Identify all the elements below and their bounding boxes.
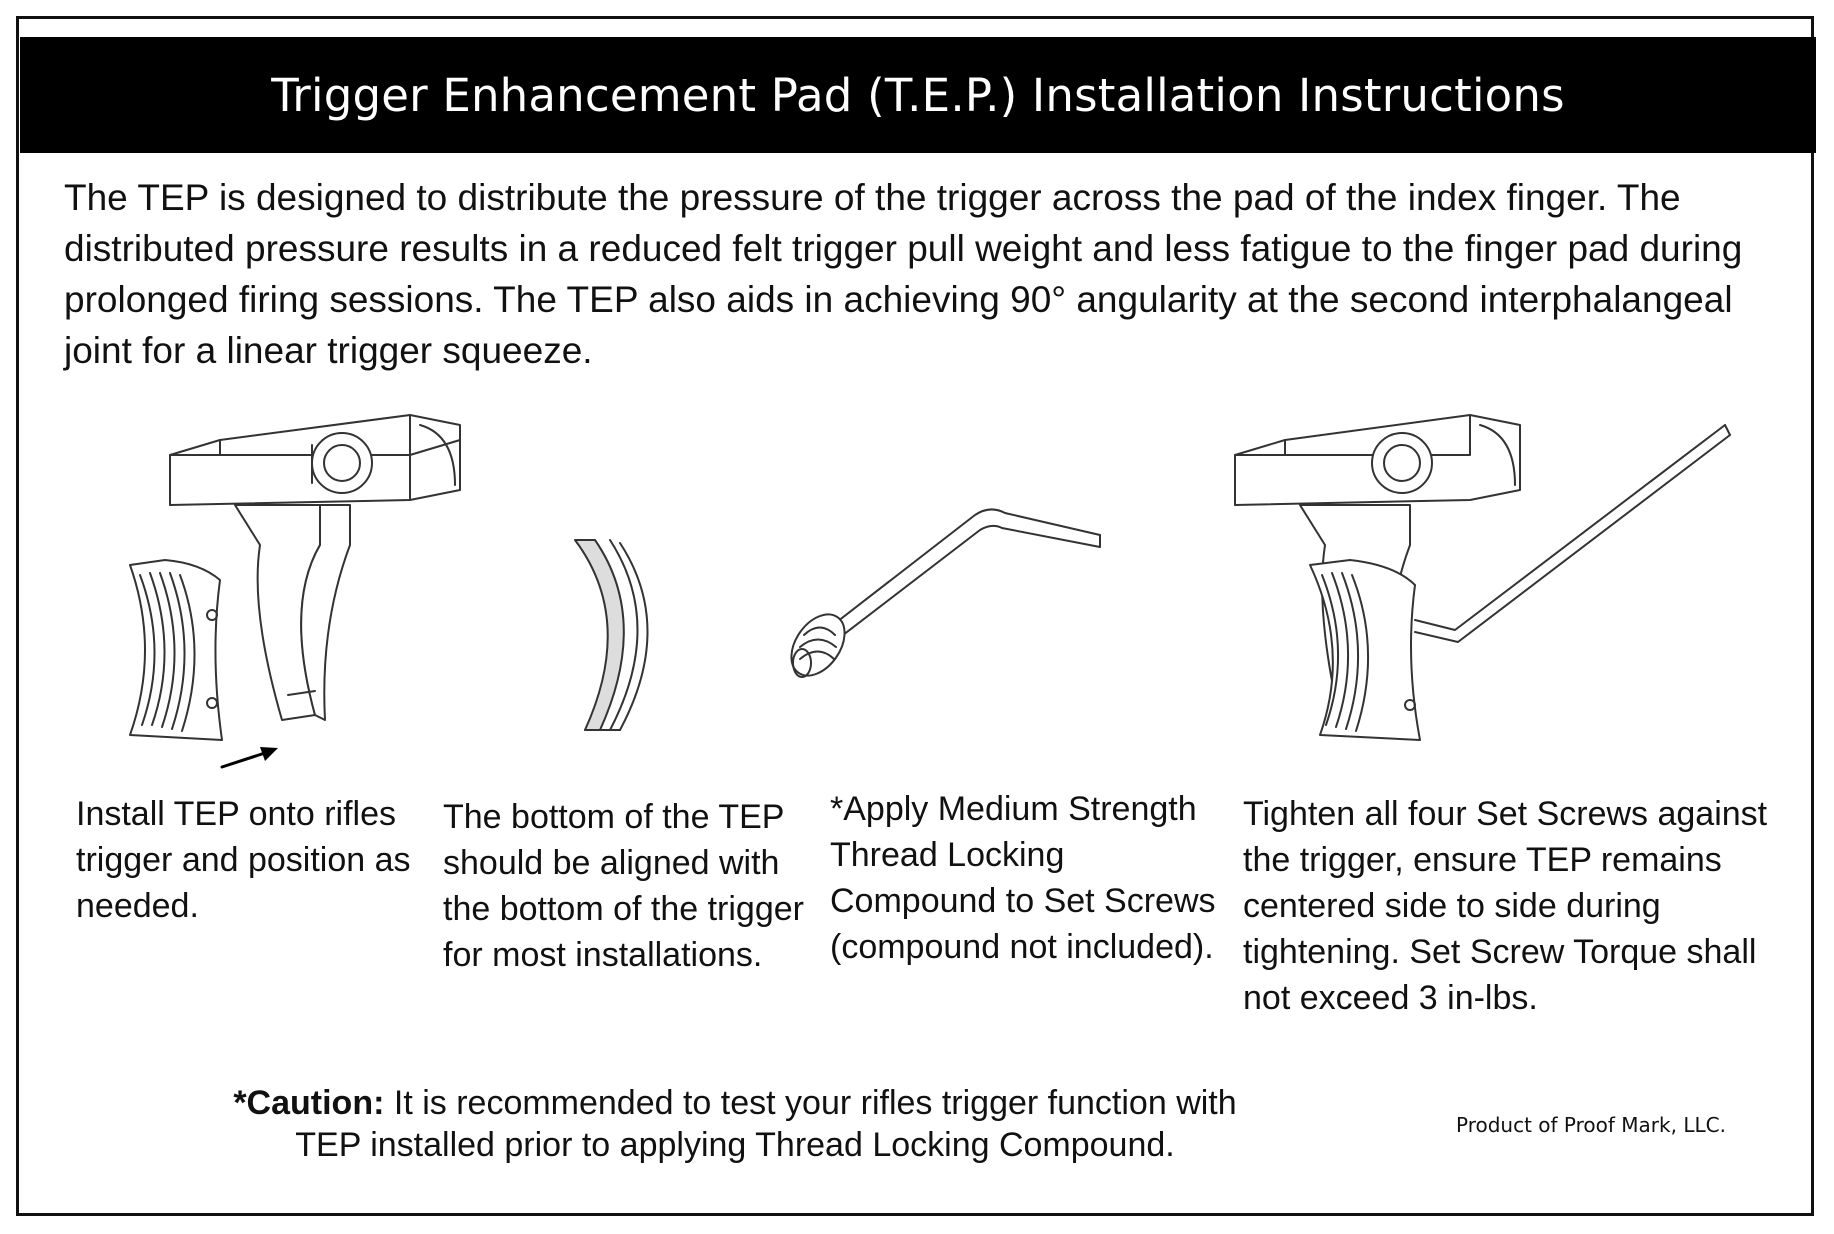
figure-tep-profile — [574, 539, 649, 731]
step-4-text: Tighten all four Set Screws against the … — [1243, 795, 1768, 1017]
step-1-text: Install TEP onto rifles trigger and posi… — [76, 795, 411, 925]
caution-note: *Caution: It is recommended to test your… — [200, 1082, 1270, 1166]
manufacturer-credit: Product of Proof Mark, LLC. — [1456, 1113, 1726, 1137]
page-border — [16, 16, 1814, 1216]
caution-label: *Caution: — [233, 1084, 385, 1122]
step-2-text: The bottom of the TEP should be aligned … — [443, 798, 804, 974]
figure-trigger-and-tep — [129, 414, 461, 769]
title-banner: Trigger Enhancement Pad (T.E.P.) Install… — [20, 37, 1816, 153]
step-3-text: *Apply Medium Strength Thread Locking Co… — [830, 790, 1216, 966]
page-title: Trigger Enhancement Pad (T.E.P.) Install… — [271, 68, 1565, 122]
figure-assembled-with-wrench — [1234, 414, 1731, 741]
intro-paragraph: The TEP is designed to distribute the pr… — [64, 177, 1743, 371]
caution-text: It is recommended to test your rifles tr… — [295, 1084, 1237, 1164]
figure-allen-wrench-set-screw — [790, 508, 1101, 678]
